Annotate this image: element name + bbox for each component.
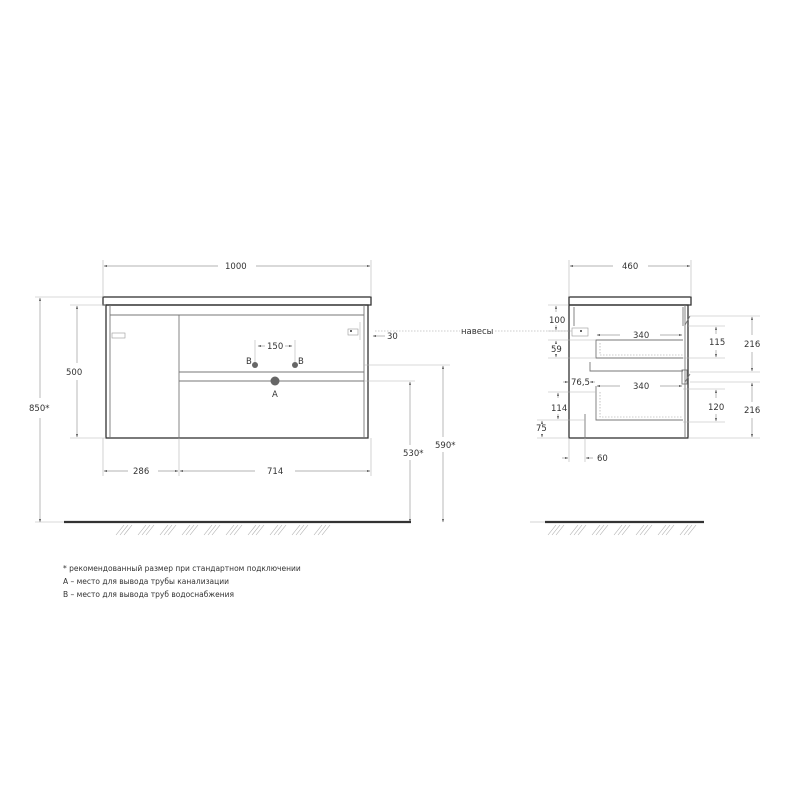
- hanger-icon-side: [571, 327, 589, 337]
- dim-depth-total: 460: [622, 262, 638, 272]
- dim-offset-60: 60: [597, 454, 608, 464]
- note-pipe-a: А – место для вывода трубы канализации: [63, 577, 230, 586]
- hanger-icon-left: [111, 332, 126, 339]
- pipe-b-label-left: B: [246, 357, 252, 367]
- front-cabinet-body: [105, 304, 369, 439]
- dim-height-body: 500: [66, 368, 82, 378]
- pipe-b-label-right: B: [298, 357, 304, 367]
- front-countertop: [102, 296, 372, 306]
- pipe-b-left-dot: [252, 362, 258, 368]
- hanger-icon-right: [347, 328, 359, 336]
- floor-hatch-side: [547, 524, 697, 536]
- floor-hatch-front: [115, 524, 331, 536]
- dim-offset-76-5: 76,5: [571, 378, 590, 388]
- dim-height-pipe-b: 590*: [435, 441, 455, 451]
- drawer-bottom: [595, 386, 683, 421]
- dim-drawer-top-height: 216: [744, 340, 760, 350]
- side-cabinet-body: [568, 304, 689, 439]
- dim-drawer-top-inner: 115: [709, 338, 725, 348]
- dim-width-total: 1000: [225, 262, 247, 272]
- dim-drawer-top-depth: 340: [633, 331, 649, 341]
- dim-offset-59: 59: [551, 345, 562, 355]
- dim-height-total: 850*: [29, 404, 49, 414]
- front-view: B B A 150 1000 30 500 850*: [29, 260, 455, 536]
- dim-drawer-bottom-depth: 340: [633, 382, 649, 392]
- note-recommended: * рекомендованный размер при стандартном…: [63, 564, 301, 573]
- pipe-a-label: A: [272, 390, 278, 400]
- side-countertop: [568, 296, 692, 306]
- side-view: 460 340 340 100 59 76,5 114 75: [530, 260, 760, 536]
- legend-notes: * рекомендованный размер при стандартном…: [63, 562, 301, 601]
- pipe-b-right-dot: [292, 362, 298, 368]
- dim-hanger-offset: 30: [387, 332, 398, 342]
- dim-hanger-top: 100: [549, 316, 565, 326]
- drawer-top: [595, 339, 683, 359]
- hanger-label: навесы: [461, 327, 493, 337]
- dim-drawer-bottom-inner: 120: [708, 403, 724, 413]
- dim-offset-114: 114: [551, 404, 567, 414]
- dim-height-pipe-a: 530*: [403, 449, 423, 459]
- dim-pipe-b-spacing: 150: [267, 342, 283, 352]
- dim-left-section: 286: [133, 467, 149, 477]
- dim-offset-75: 75: [536, 424, 547, 434]
- note-pipe-b: В – место для вывода труб водоснабжения: [63, 590, 235, 599]
- pipe-a-dot: [270, 376, 280, 386]
- dim-right-section: 714: [267, 467, 283, 477]
- dim-drawer-bottom-height: 216: [744, 406, 760, 416]
